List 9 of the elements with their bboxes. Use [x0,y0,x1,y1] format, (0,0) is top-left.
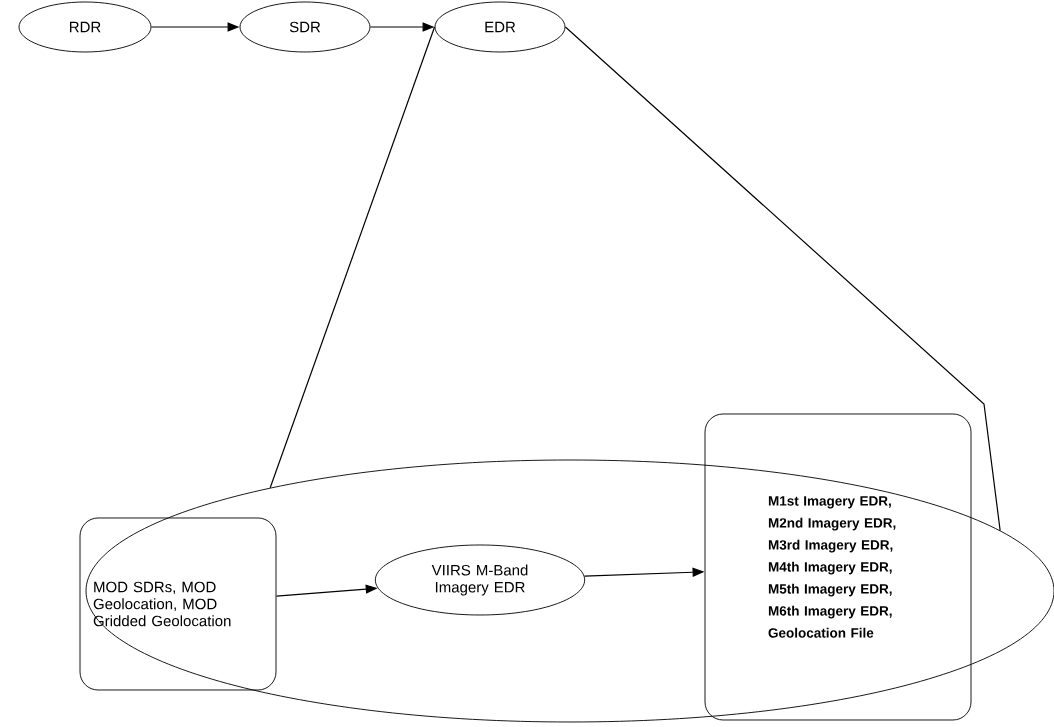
zoom-line [269,26,436,489]
oval-node: EDR [434,1,566,53]
process-box: MOD SDRs, MOD Geolocation, MOD Gridded Geolocation [79,517,277,691]
output-box: M1st Imagery EDR, M2nd Imagery EDR, M3rd Imagery EDR, M4th Imagery EDR, M5th Imagery EDR, M6th Imagery EDR, Geolocation File [704,413,972,721]
process-oval: VIIRS M-Band Imagery EDR [374,544,586,616]
zoom-ellipse [85,459,1054,723]
oval-node: RDR [18,1,152,53]
zoom-line [564,26,1001,532]
oval-node: SDR [239,1,371,53]
